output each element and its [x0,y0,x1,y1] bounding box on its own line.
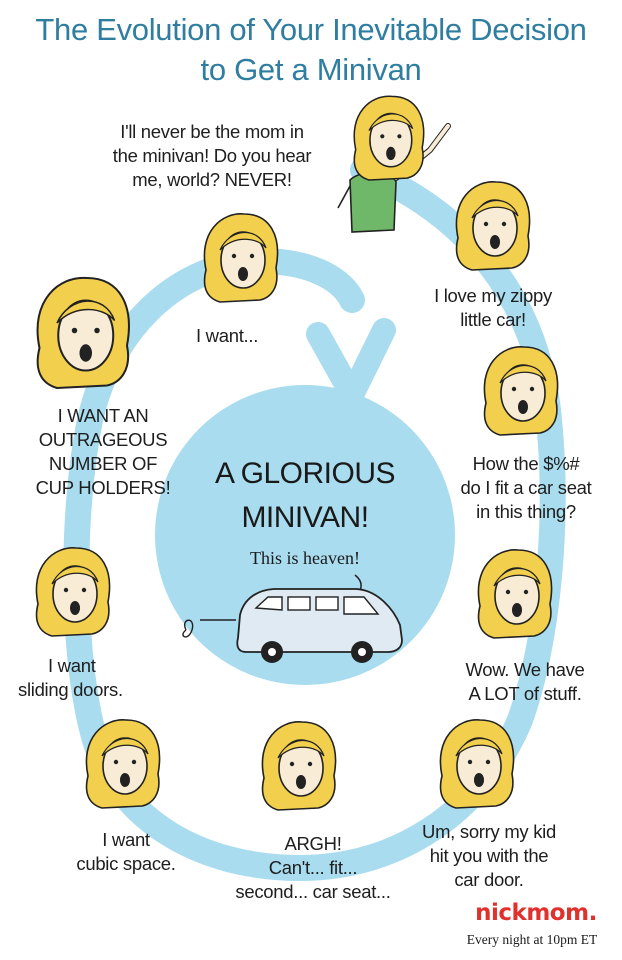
caption-car-seat: How the $%# do I fit a car seat in this … [460,453,592,522]
cycle-arrow-head [306,318,396,407]
caption-argh: ARGH! Can't... fit... second... car seat… [235,833,391,902]
character-car-seat [483,346,559,436]
caption-want: I want... [196,325,259,346]
nickmom-logo: nickmom. [475,900,597,926]
page-title: The Evolution of Your Inevitable Decisio… [0,10,622,90]
caption-car-door: Um, sorry my kid hit you with the car do… [422,821,556,890]
caption-cup-holders: I WANT AN OUTRAGEOUS NUMBER OF CUP HOLDE… [35,405,171,498]
character-argh [261,721,337,811]
title-line-2: to Get a Minivan [200,52,422,87]
character-never [337,95,451,233]
character-want [203,213,279,303]
tagline: Every night at 10pm ET [466,932,598,947]
center-headline: A GLORIOUS MINIVAN! [214,457,396,534]
minivan-drawing [182,588,403,663]
character-cup-holders [36,276,130,389]
character-car-door [439,719,515,809]
character-sliding [35,547,111,637]
caption-zippy: I love my zippy little car! [434,285,552,330]
caption-sliding: I want sliding doors. [18,655,123,700]
title-line-1: The Evolution of Your Inevitable Decisio… [35,12,587,47]
character-cubic [85,719,161,809]
caption-stuff: Wow. We have A LOT of stuff. [465,659,585,704]
caption-never: I'll never be the mom in the minivan! Do… [112,121,312,190]
center-speech: This is heaven! [250,548,360,568]
caption-cubic: I want cubic space. [76,829,176,874]
character-stuff [477,549,553,639]
character-zippy [455,181,531,271]
